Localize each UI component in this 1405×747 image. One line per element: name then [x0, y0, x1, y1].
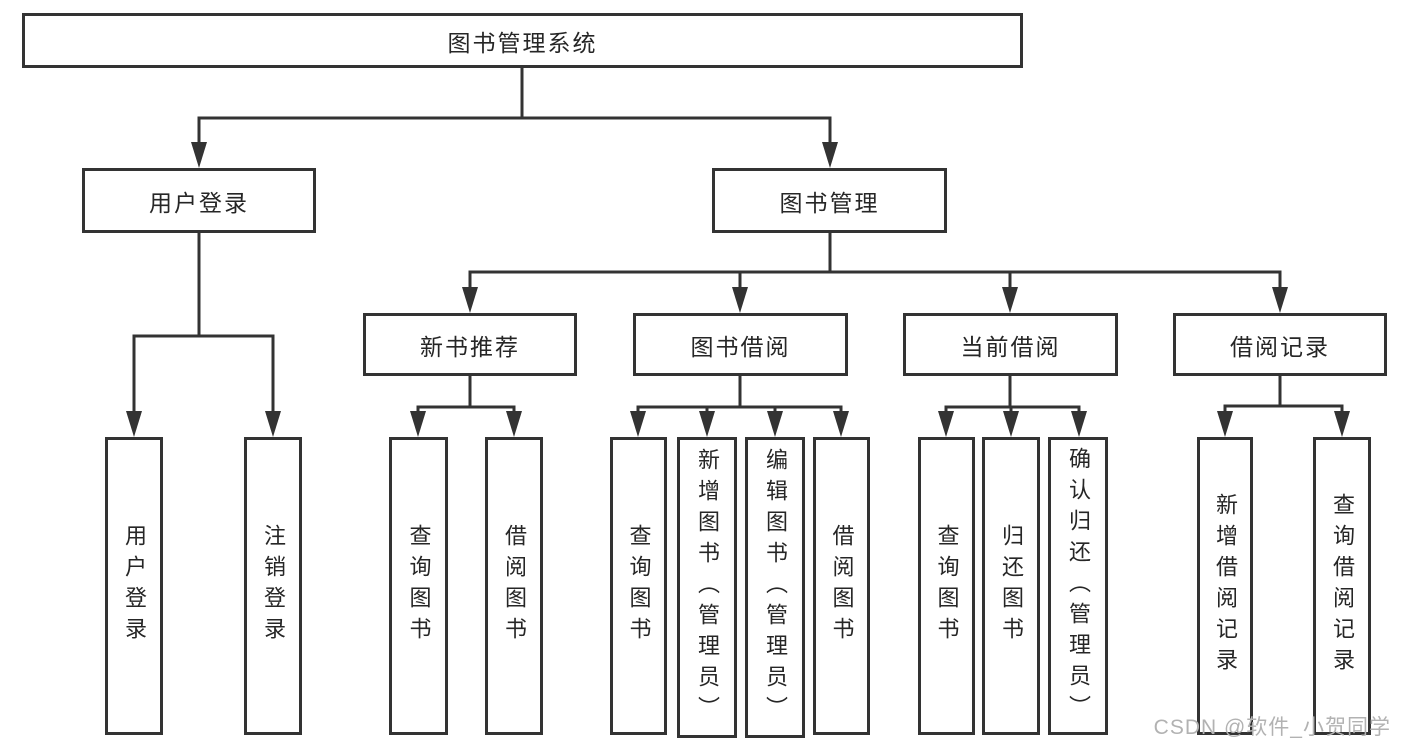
node-new-book-recommend: 新书推荐: [363, 313, 577, 376]
leaf-bb-query-books-label: 查询图书: [626, 524, 652, 648]
node-current-borrowing: 当前借阅: [903, 313, 1118, 376]
leaf-cb-confirm-return-admin-label: 确认归还（管理员）: [1066, 446, 1091, 726]
leaf-cb-return-books: 归还图书: [982, 437, 1040, 735]
arrowheads-userlogin-leaves: [126, 411, 281, 437]
node-new-book-recommend-label: 新书推荐: [420, 333, 520, 360]
arrowheads-currentborrow-leaves: [938, 411, 1087, 437]
connector-borrowrecord-to-leaves: [1223, 376, 1344, 413]
connector-newbookrec-to-leaves: [416, 376, 516, 413]
node-borrowing-records-label: 借阅记录: [1230, 333, 1330, 360]
leaf-bb-add-books-admin-label: 新增图书（管理员）: [695, 448, 720, 727]
leaf-nbr-query-books-label: 查询图书: [406, 524, 432, 648]
arrowheads-level3: [462, 287, 1288, 313]
node-borrowing-records: 借阅记录: [1173, 313, 1387, 376]
node-book-management-label: 图书管理: [779, 189, 880, 216]
leaf-br-add-record-label: 新增借阅记录: [1213, 493, 1238, 679]
node-root-label: 图书管理系统: [447, 29, 598, 56]
csdn-watermark: CSDN @软件_小贺同学: [1153, 716, 1391, 739]
leaf-br-add-record: 新增借阅记录: [1197, 437, 1253, 735]
leaf-nbr-borrow-books: 借阅图书: [485, 437, 543, 735]
connector-root-to-level2: [197, 68, 832, 144]
node-book-management: 图书管理: [712, 168, 947, 233]
node-user-login: 用户登录: [82, 168, 316, 233]
leaf-logout-label: 注销登录: [261, 524, 286, 648]
leaf-user-login: 用户登录: [105, 437, 163, 735]
leaf-br-query-record-label: 查询借阅记录: [1330, 493, 1355, 679]
leaf-bb-query-books: 查询图书: [610, 437, 667, 735]
leaf-br-query-record: 查询借阅记录: [1313, 437, 1371, 735]
node-current-borrowing-label: 当前借阅: [960, 333, 1061, 360]
leaf-bb-edit-books-admin: 编辑图书（管理员）: [745, 437, 805, 738]
leaf-nbr-query-books: 查询图书: [389, 437, 448, 735]
node-book-borrowing-label: 图书借阅: [690, 333, 791, 360]
arrowheads-level2: [191, 142, 838, 168]
leaf-bb-borrow-books: 借阅图书: [813, 437, 870, 735]
connector-bookborrow-to-leaves: [636, 376, 843, 413]
leaf-cb-confirm-return-admin: 确认归还（管理员）: [1048, 437, 1108, 735]
node-book-borrowing: 图书借阅: [633, 313, 848, 376]
connector-bookmgmt-to-level3: [468, 233, 1282, 289]
leaf-cb-query-books: 查询图书: [918, 437, 975, 735]
leaf-bb-add-books-admin: 新增图书（管理员）: [677, 437, 737, 738]
arrowheads-borrowrecord-leaves: [1217, 411, 1350, 437]
node-root-system: 图书管理系统: [22, 13, 1023, 68]
leaf-bb-borrow-books-label: 借阅图书: [829, 524, 855, 648]
connector-currentborrow-to-leaves: [944, 376, 1081, 413]
leaf-nbr-borrow-books-label: 借阅图书: [502, 524, 527, 648]
leaf-cb-query-books-label: 查询图书: [934, 524, 960, 648]
arrowheads-bookborrow-leaves: [630, 411, 849, 437]
leaf-logout: 注销登录: [244, 437, 302, 735]
leaf-bb-edit-books-admin-label: 编辑图书（管理员）: [763, 448, 788, 727]
leaf-user-login-label: 用户登录: [122, 524, 147, 648]
leaf-cb-return-books-label: 归还图书: [999, 524, 1024, 648]
arrowheads-newbookrec-leaves: [410, 411, 522, 437]
connector-userlogin-to-leaves: [132, 233, 275, 413]
node-user-login-label: 用户登录: [149, 189, 249, 216]
